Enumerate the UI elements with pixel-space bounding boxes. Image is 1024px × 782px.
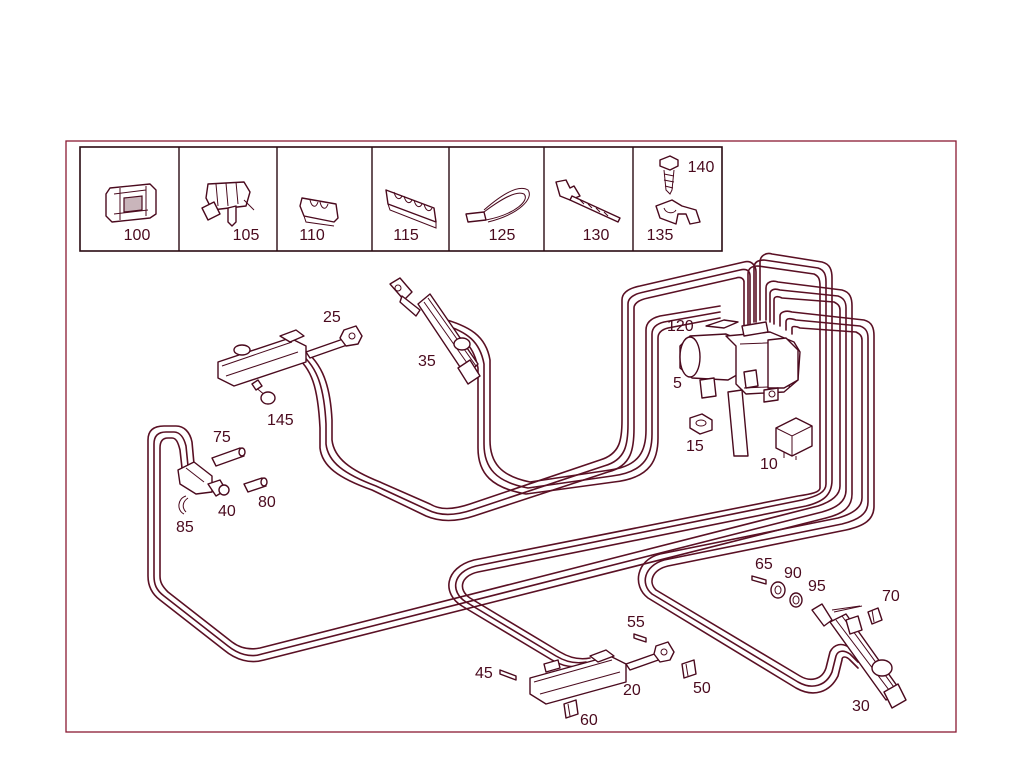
callout-40: 40 — [218, 503, 236, 520]
valve-40 — [177, 461, 230, 497]
callout-50: 50 — [693, 680, 711, 697]
callout-70: 70 — [882, 588, 900, 605]
ring-85 — [178, 495, 189, 515]
pin-80 — [243, 477, 268, 493]
callout-80: 80 — [258, 494, 276, 511]
clamp-icon — [201, 181, 255, 227]
callout-120: 120 — [667, 318, 694, 335]
clip-icon — [105, 183, 157, 223]
hydraulic-lines — [147, 252, 875, 694]
slave-cylinder-20 — [529, 641, 675, 705]
bolt-55 — [633, 633, 647, 643]
callout-145: 145 — [267, 412, 294, 429]
pump-unit-5 — [679, 321, 801, 457]
part-120 — [705, 319, 739, 329]
callout-90: 90 — [784, 565, 802, 582]
callout-30: 30 — [852, 698, 870, 715]
nut-15 — [689, 413, 713, 435]
legend-label-105: 105 — [233, 227, 260, 244]
callout-10: 10 — [760, 456, 778, 473]
legend-label-130: 130 — [583, 227, 610, 244]
cable-tie-clip-icon — [555, 179, 621, 223]
slave-cylinder-30 — [811, 603, 907, 709]
line-front-left — [293, 260, 757, 522]
callout-25: 25 — [323, 309, 341, 326]
callout-45: 45 — [475, 665, 493, 682]
bolt-145 — [251, 379, 276, 405]
callout-35: 35 — [418, 353, 436, 370]
callout-5: 5 — [673, 375, 682, 392]
legend-label-135: 135 — [647, 227, 674, 244]
pin-75 — [211, 447, 246, 467]
seal-90 — [770, 581, 786, 599]
callout-55: 55 — [627, 614, 645, 631]
line-rear-left — [448, 252, 833, 668]
leader-70 — [833, 605, 863, 613]
screw-and-holder-icon — [655, 155, 701, 225]
legend-label-140: 140 — [688, 159, 715, 176]
slave-cylinder-35 — [389, 277, 481, 385]
line-top-cylinder — [439, 305, 721, 495]
pipe-clip-5-icon — [385, 189, 437, 229]
legend-label-100: 100 — [124, 227, 151, 244]
callout-65: 65 — [755, 556, 773, 573]
clip-60 — [563, 699, 579, 719]
callout-60: 60 — [580, 712, 598, 729]
cable-tie-icon — [465, 188, 530, 223]
callout-labels: 25 35 120 5 145 75 15 10 40 80 85 65 90 … — [176, 309, 900, 729]
clip-70 — [867, 607, 883, 625]
callout-15: 15 — [686, 438, 704, 455]
legend-box: 100 105 110 115 125 — [79, 146, 723, 252]
bolt-45 — [499, 669, 517, 681]
legend-label-125: 125 — [489, 227, 516, 244]
line-long-left — [147, 280, 853, 663]
callout-95: 95 — [808, 578, 826, 595]
callout-75: 75 — [213, 429, 231, 446]
line-rear-right — [637, 310, 875, 694]
pipe-clip-3-icon — [299, 197, 339, 227]
ring-95 — [789, 592, 803, 608]
clip-50 — [681, 659, 697, 679]
legend-label-110: 110 — [299, 227, 325, 244]
relay-10 — [775, 417, 813, 460]
legend-label-115: 115 — [393, 227, 419, 244]
slave-cylinder-25 — [217, 325, 363, 387]
diagram-frame — [65, 140, 957, 733]
bolt-65 — [751, 575, 767, 585]
callout-85: 85 — [176, 519, 194, 536]
callout-20: 20 — [623, 682, 641, 699]
